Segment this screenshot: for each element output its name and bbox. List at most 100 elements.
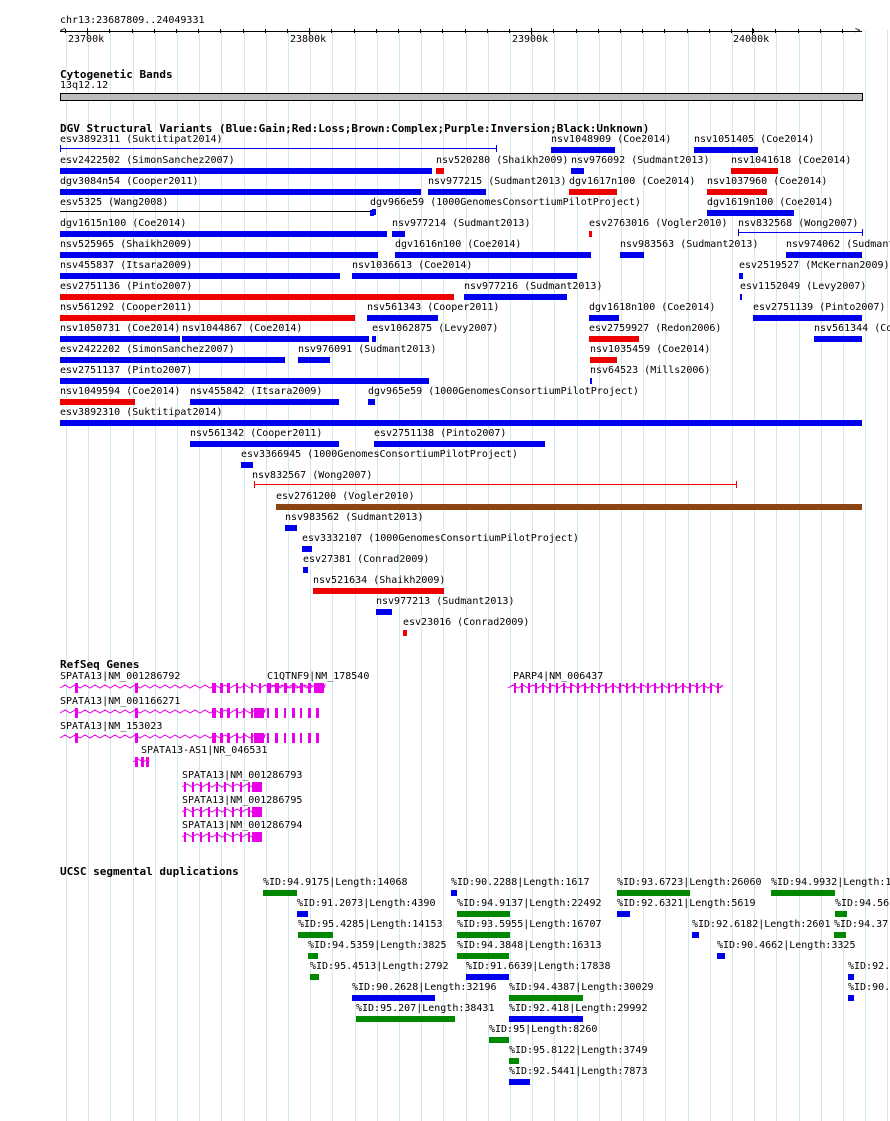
gene-exon <box>308 708 311 718</box>
gene-exon <box>267 733 269 743</box>
gene-exon <box>243 733 245 743</box>
sv-bar <box>590 378 592 384</box>
sv-label: nsv983562 (Sudmant2013) <box>285 512 424 523</box>
sv-bar-cap <box>738 229 739 236</box>
gene-exon <box>267 708 269 718</box>
sv-label: nsv977215 (Sudmant2013) <box>428 176 567 187</box>
segdup-label: %ID:94.56 <box>835 898 890 909</box>
segdup-bar <box>457 911 510 917</box>
sv-label: nsv1035459 (Coe2014) <box>590 344 711 355</box>
sv-bar <box>190 399 339 405</box>
sv-label: nsv525965 (Shaikh2009) <box>60 239 193 250</box>
gene-exon <box>75 733 78 743</box>
sv-label: esv2422202 (SimonSanchez2007) <box>60 344 235 355</box>
sv-bar <box>464 294 567 300</box>
grid-line <box>887 30 888 1121</box>
ruler-minor-tick <box>442 29 443 33</box>
sv-bar <box>303 567 308 573</box>
sv-label: esv3892310 (Suktitipat2014) <box>60 407 223 418</box>
segdup-bar <box>298 932 333 938</box>
sv-label: esv2751137 (Pinto2007) <box>60 365 193 376</box>
gene-exon <box>267 683 269 693</box>
ruler-minor-tick <box>65 29 66 33</box>
ruler-minor-tick <box>642 29 643 33</box>
sv-label: esv1062875 (Levy2007) <box>372 323 499 334</box>
gene-exon <box>292 708 295 718</box>
sv-label: esv2763016 (Vogler2010) <box>589 218 728 229</box>
ruler-minor-tick <box>775 29 776 33</box>
sv-bar-cap <box>60 145 61 152</box>
gene-exon <box>200 807 202 817</box>
gene-exon <box>633 683 635 693</box>
sv-bar <box>707 210 794 216</box>
ruler-minor-tick <box>287 29 288 33</box>
sv-label: nsv455837 (Itsara2009) <box>60 260 193 271</box>
gene-exon <box>703 683 705 693</box>
sv-label: dgv1617n100 (Coe2014) <box>569 176 696 187</box>
segdup-label: %ID:95.8122|Length:3749 <box>509 1045 648 1056</box>
sv-label: nsv1037960 (Coe2014) <box>707 176 828 187</box>
segdup-bar <box>263 890 297 896</box>
ruler-tick-label: 24000k <box>733 34 770 45</box>
ruler-minor-tick <box>553 29 554 33</box>
sv-bar <box>60 273 340 279</box>
ruler-minor-tick <box>198 29 199 33</box>
ruler-major-tick <box>752 28 753 35</box>
gene-exon <box>717 683 719 693</box>
segdup-bar <box>617 911 630 917</box>
sv-bar <box>254 484 736 485</box>
gene-exon <box>220 733 223 743</box>
sv-bar <box>738 232 862 233</box>
gene-exon <box>232 832 234 842</box>
segdup-bar <box>356 1016 455 1022</box>
sv-label: nsv1041618 (Coe2014) <box>731 155 852 166</box>
gene-exon <box>612 683 614 693</box>
sv-bar <box>370 210 374 216</box>
segdup-bar <box>509 995 583 1001</box>
grid-line <box>688 30 689 1121</box>
gene-exon <box>243 683 245 693</box>
gene-exon <box>227 708 230 718</box>
gene-exon <box>243 708 245 718</box>
gene-model <box>181 807 263 817</box>
ruler-tick-label: 23700k <box>68 34 105 45</box>
sv-label: esv3366945 (1000GenomesConsortiumPilotPr… <box>241 449 518 460</box>
gene-exon <box>577 683 579 693</box>
ruler-tick-label: 23800k <box>290 34 327 45</box>
gene-exon <box>710 683 712 693</box>
sv-label: nsv1048909 (Coe2014) <box>551 134 672 145</box>
sv-bar <box>285 525 297 531</box>
sv-bar <box>731 168 778 174</box>
gene-exon <box>598 683 600 693</box>
ruler-minor-tick <box>531 29 532 33</box>
ruler-minor-tick <box>576 29 577 33</box>
sv-bar <box>60 315 355 321</box>
ruler-minor-tick <box>487 29 488 33</box>
sv-bar <box>569 189 617 195</box>
gene-exon <box>236 708 238 718</box>
gene-label: SPATA13|NM_001286794 <box>182 820 303 831</box>
sv-bar-cap <box>254 481 255 488</box>
segdup-bar <box>457 932 510 938</box>
segdup-label: %ID:95.4513|Length:2792 <box>310 961 449 972</box>
segdup-label: %ID:92.418|Length:29992 <box>509 1003 648 1014</box>
sv-label: esv5325 (Wang2008) <box>60 197 169 208</box>
gene-exon <box>141 757 144 767</box>
gene-exon <box>542 683 544 693</box>
segdup-bar <box>509 1079 530 1085</box>
segdup-label: %ID:95|Length:8260 <box>489 1024 598 1035</box>
gene-exon <box>285 683 287 693</box>
segdup-bar <box>509 1058 519 1064</box>
gene-utr-block <box>314 683 324 693</box>
segdup-bar <box>297 911 308 917</box>
segdup-label: %ID:90.4662|Length:3325 <box>717 940 856 951</box>
gene-exon <box>135 757 138 767</box>
sv-bar <box>694 147 758 153</box>
ruler-tick-label: 23900k <box>512 34 549 45</box>
sv-label: nsv1051405 (Coe2014) <box>694 134 815 145</box>
sv-bar <box>190 441 339 447</box>
gene-exon <box>293 683 295 693</box>
gene-exon <box>668 683 670 693</box>
gene-utr-block <box>252 832 262 842</box>
gene-intron-line <box>266 684 313 689</box>
